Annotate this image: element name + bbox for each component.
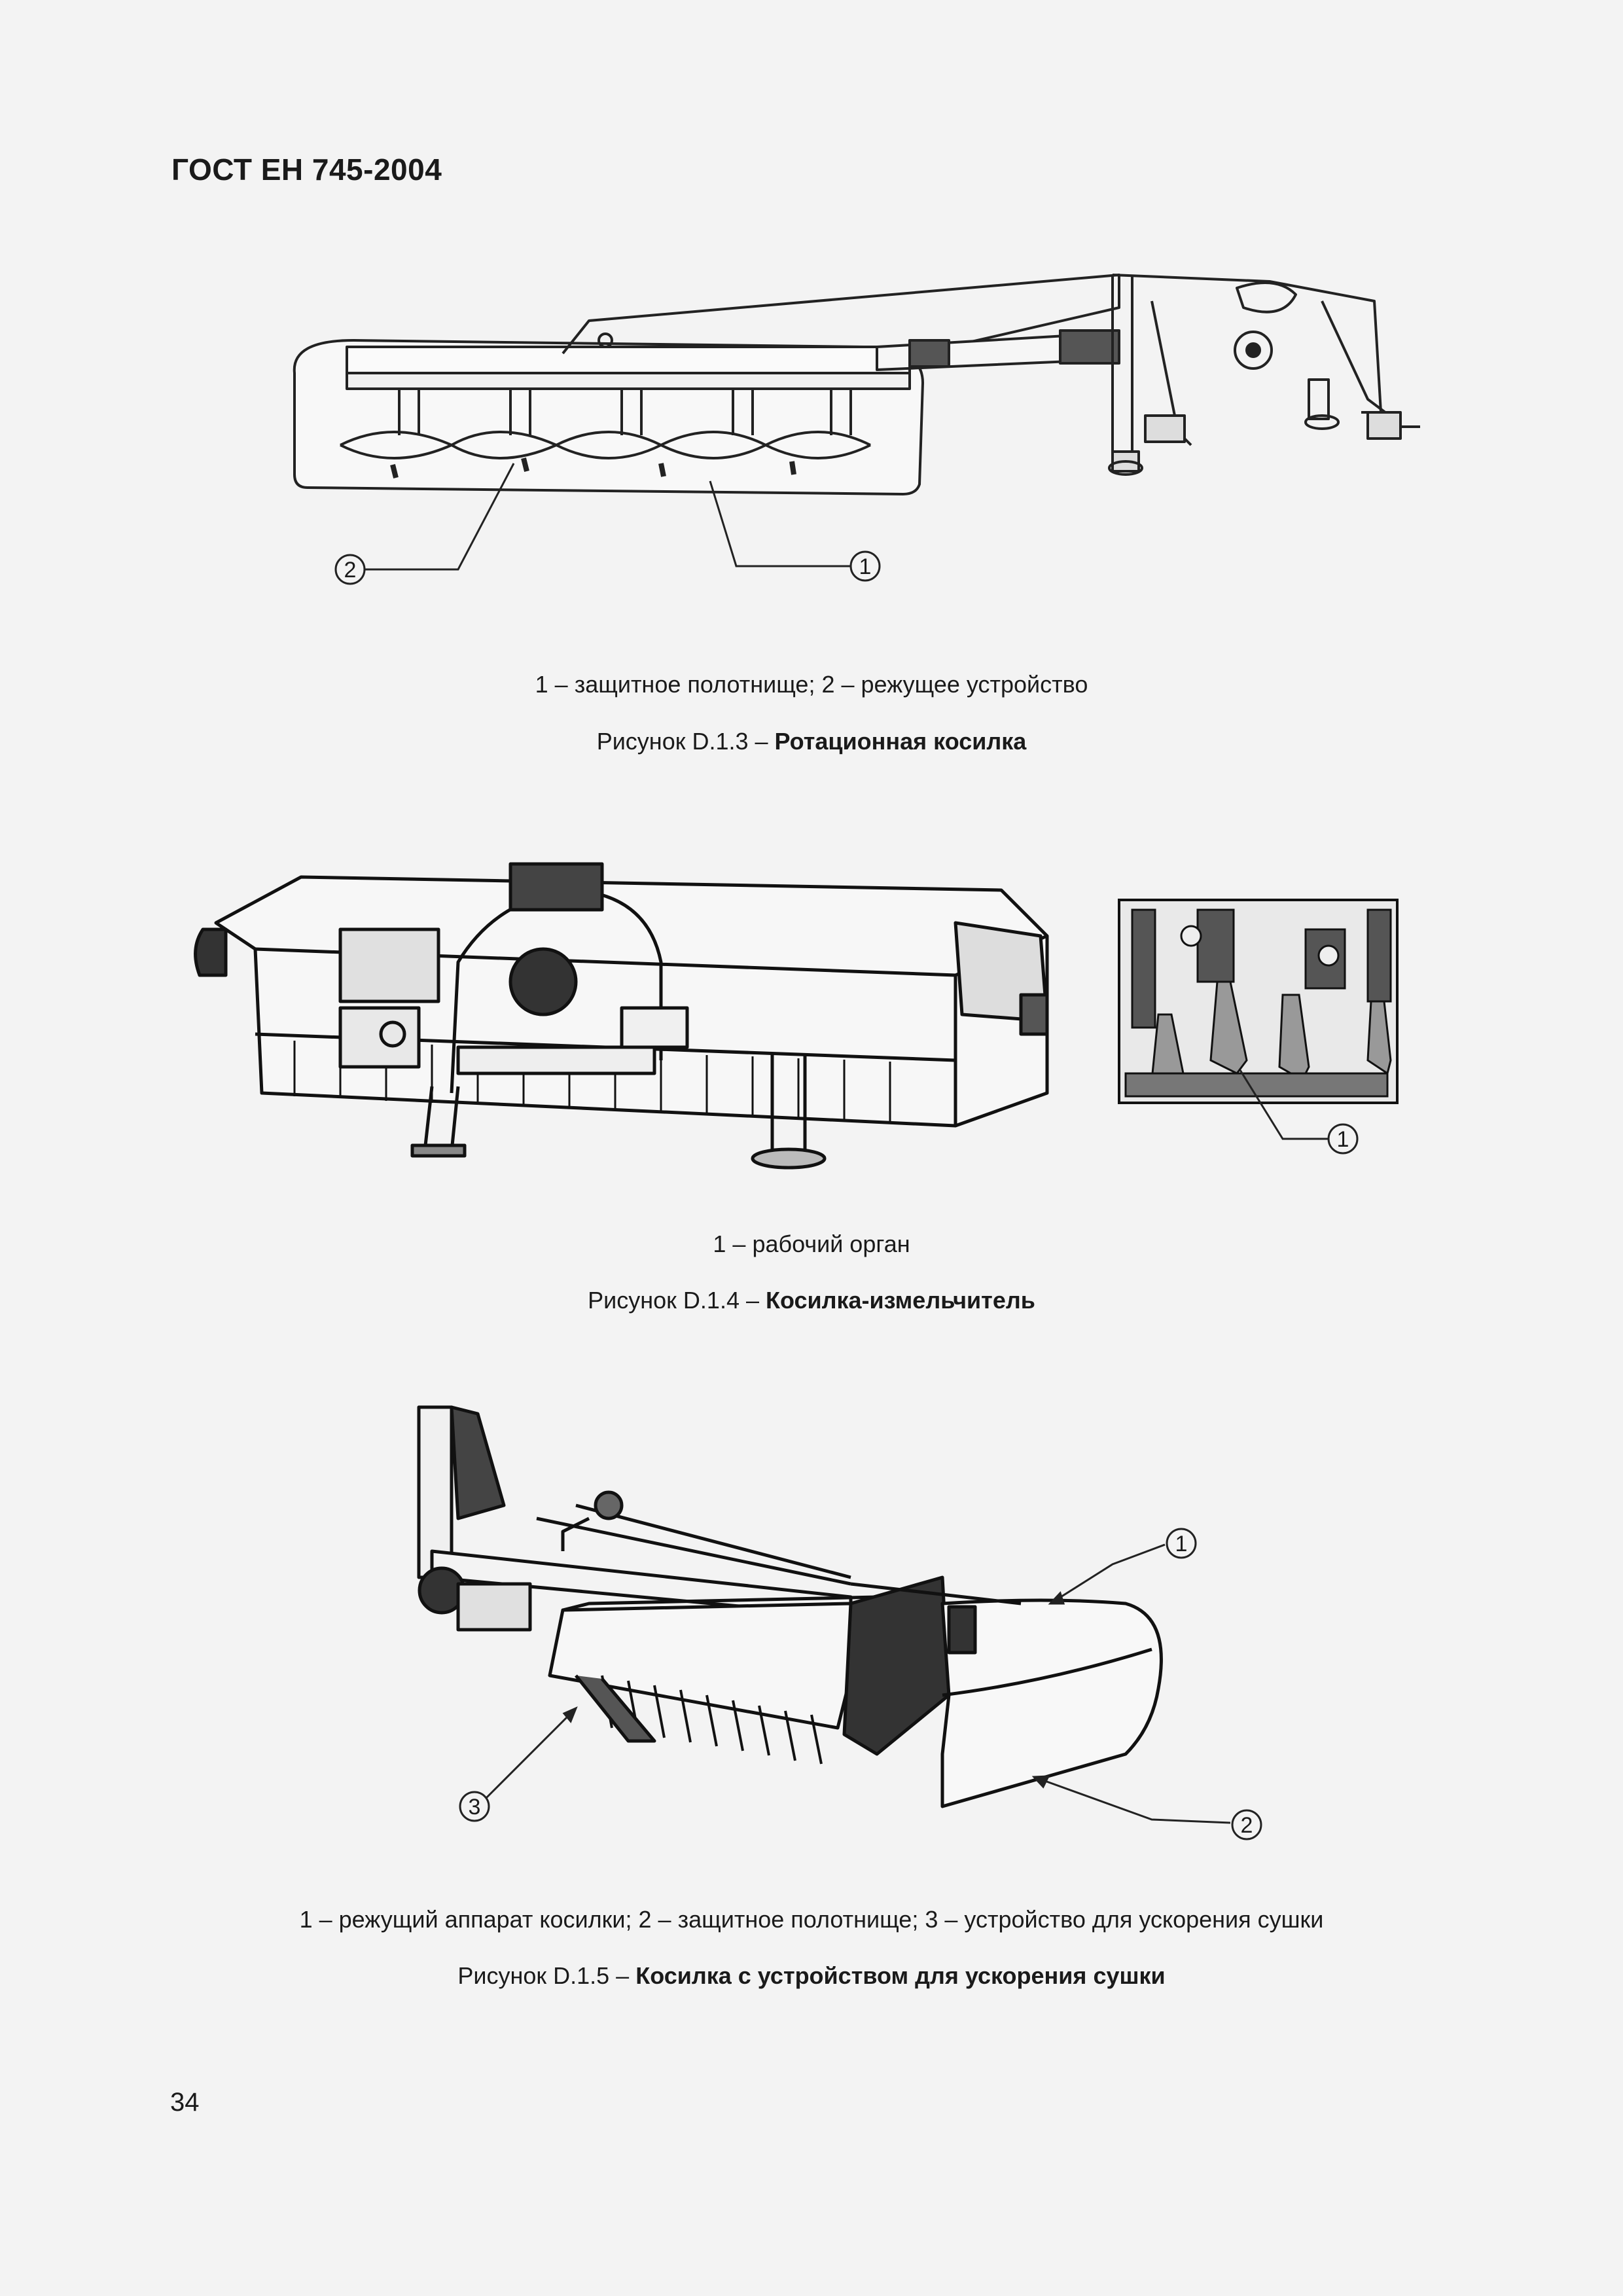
caption-prefix: Рисунок D.1.5 – [457,1962,636,1989]
figure-d13-legend: 1 – защитное полотнище; 2 – режущее устр… [535,671,1088,698]
caption-prefix: Рисунок D.1.4 – [588,1287,766,1314]
figure-rotary-mower: 2 1 [293,274,1420,585]
document-header: ГОСТ ЕН 745-2004 [171,152,442,187]
callout-1: 1 [859,554,872,579]
figure-d15-caption: Рисунок D.1.5 – Косилка с устройством дл… [0,1962,1623,1990]
figure-d14-legend: 1 – рабочий орган [713,1230,910,1257]
figure-d13-caption: Рисунок D.1.3 – Ротационная косилка [0,728,1623,755]
figure-d15-legend: 1 – режущий аппарат косилки; 2 – защитно… [299,1906,1324,1933]
figure-d14-caption: Рисунок D.1.4 – Косилка-измельчитель [0,1287,1623,1314]
figure-flail-mower: 1 [194,862,1399,1170]
page-number: 34 [170,2088,200,2117]
callout-3: 3 [469,1795,481,1820]
caption-title: Косилка-измельчитель [766,1287,1035,1314]
caption-prefix: Рисунок D.1.3 – [596,728,775,755]
caption-title: Ротационная косилка [774,728,1027,755]
callout-2: 2 [344,558,357,583]
callout-1: 1 [1337,1127,1349,1152]
callout-2: 2 [1241,1813,1253,1838]
caption-title: Косилка с устройством для ускорения сушк… [635,1962,1166,1989]
callout-1: 1 [1175,1532,1188,1556]
figure-mower-conditioner: 1 2 3 [417,1405,1262,1840]
